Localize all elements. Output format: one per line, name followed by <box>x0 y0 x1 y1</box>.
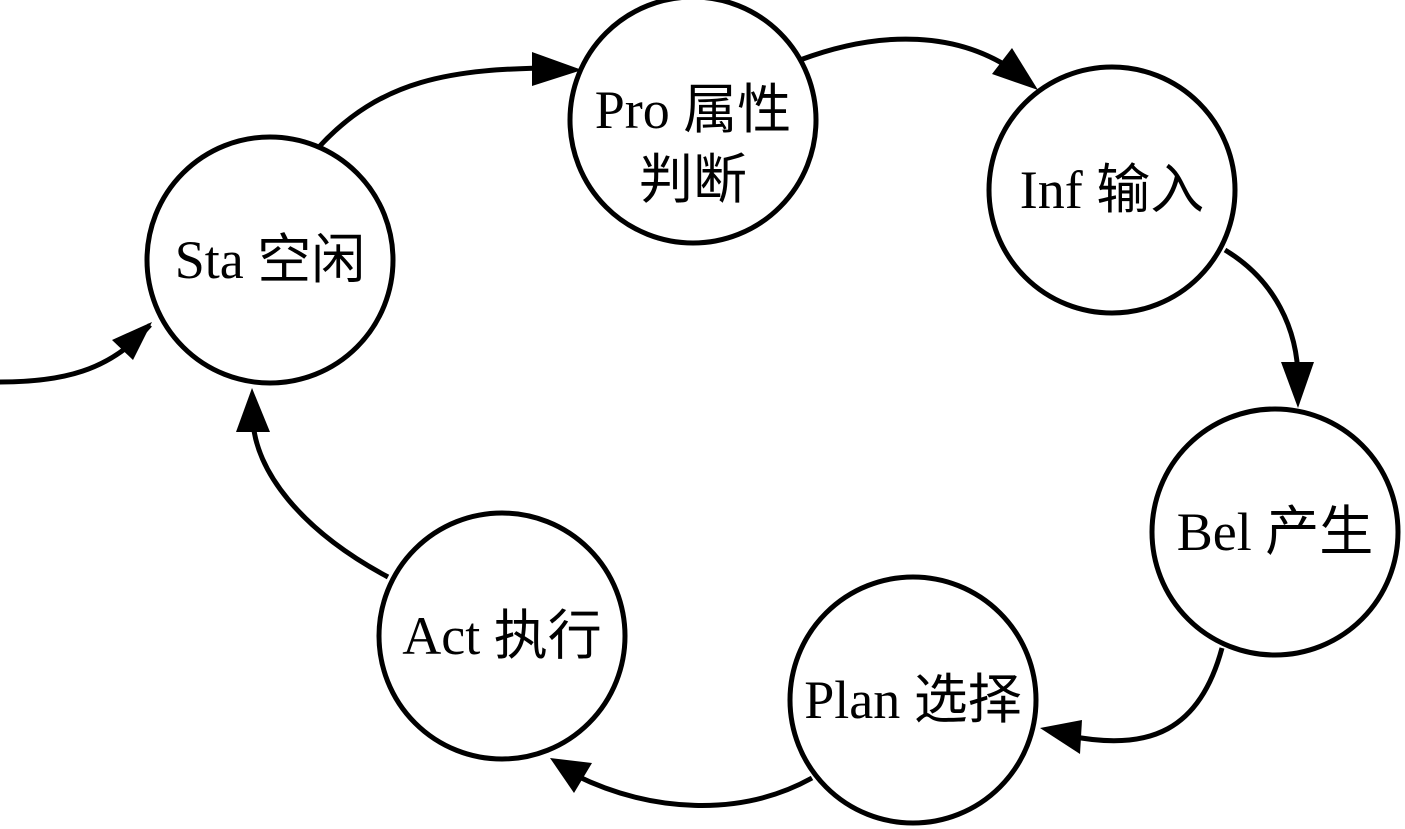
state-inf: Inf 输入 <box>986 64 1238 316</box>
arrow-sta-to-pro <box>316 65 561 150</box>
arrowhead-act-sta <box>236 388 270 432</box>
state-circle-inf <box>986 64 1238 316</box>
state-circle-pro <box>567 0 819 246</box>
state-pro: Pro 属性 判断 <box>567 0 819 246</box>
arrowhead-bel-plan <box>1040 720 1082 754</box>
arrowhead-inf-bel <box>1281 362 1314 408</box>
arrowhead-sta-pro <box>532 52 582 86</box>
state-label-pro-line1: Pro 属性 <box>595 80 792 140</box>
state-circle-sta <box>144 134 396 386</box>
state-label-pro-line2: 判断 <box>639 150 747 210</box>
arrowhead-pro-inf <box>992 48 1038 90</box>
state-label-act: Act 执行 <box>402 606 601 666</box>
state-circle-plan <box>787 574 1039 826</box>
state-label-plan: Plan 选择 <box>804 670 1022 730</box>
arrow-bel-to-plan <box>1069 647 1225 744</box>
state-label-inf: Inf 输入 <box>1020 160 1204 220</box>
arrow-plan-to-act <box>573 772 814 808</box>
transition-arrows <box>0 36 1314 808</box>
state-circle-act <box>376 510 628 762</box>
state-sta: Sta 空闲 <box>144 134 396 386</box>
arrowhead-entry <box>112 322 152 360</box>
state-act: Act 执行 <box>376 510 628 762</box>
arrow-pro-to-inf <box>799 36 1022 78</box>
state-circle-bel <box>1149 406 1401 658</box>
state-plan: Plan 选择 <box>787 574 1039 826</box>
arrow-act-to-sta <box>250 419 390 580</box>
state-label-sta: Sta 空闲 <box>175 230 366 290</box>
arrow-inf-to-bel <box>1223 247 1301 381</box>
state-label-bel: Bel 产生 <box>1177 502 1374 562</box>
state-bel: Bel 产生 <box>1149 406 1401 658</box>
arrowhead-plan-act <box>550 758 592 793</box>
